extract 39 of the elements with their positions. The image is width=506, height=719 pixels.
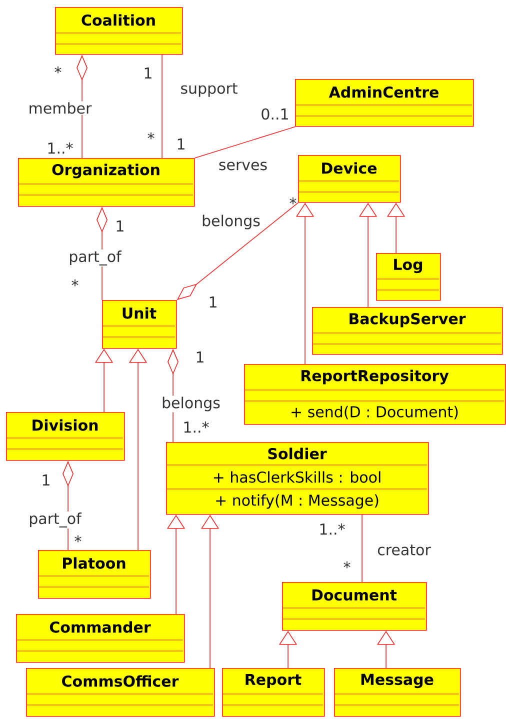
multiplicity-label: *: [72, 279, 78, 286]
multiplicity-label: 1: [196, 352, 204, 362]
class-box: CommsOfficer: [26, 668, 215, 717]
edge-label: member: [27, 101, 93, 115]
multiplicity-label: *: [344, 561, 350, 568]
class-box: Coalition: [55, 7, 183, 55]
connector: [194, 126, 296, 158]
class-box: AdminCentre: [295, 79, 474, 127]
multiplicity-label: 1: [42, 474, 50, 486]
multiplicity-label: 1..*: [48, 142, 73, 154]
class-box: Soldier + hasClerkSkills : bool + notify(M : Message): [166, 442, 429, 515]
class-box: Device: [298, 155, 401, 203]
edge-label: creator: [376, 544, 432, 556]
class-box: Log: [376, 253, 441, 301]
class-box: ReportRepository + send(D : Document): [244, 364, 506, 425]
multiplicity-label: 1: [116, 220, 124, 232]
class-box: Organization: [18, 158, 195, 207]
multiplicity-label: *: [74, 535, 82, 542]
class-box: Document: [282, 582, 427, 631]
class-box: Message: [334, 668, 461, 717]
edge-label: part_of: [68, 250, 122, 266]
edge-label: serves: [217, 160, 269, 172]
multiplicity-label: 1: [144, 68, 152, 78]
edge-label: support: [179, 82, 239, 98]
class-box: Commander: [16, 614, 185, 663]
multiplicity-label: 0..1: [262, 108, 288, 120]
class-box: Report: [222, 668, 325, 717]
class-box: Division: [6, 412, 125, 461]
multiplicity-label: 1: [210, 296, 216, 308]
class-box: BackupServer: [312, 307, 503, 355]
class-box: Unit: [102, 300, 177, 349]
class-box: Platoon: [38, 550, 151, 599]
edge-label: part_of: [28, 512, 82, 528]
multiplicity-label: *: [148, 132, 154, 140]
edge-label: belongs: [200, 214, 262, 230]
multiplicity-label: *: [290, 197, 296, 204]
multiplicity-label: 1: [178, 138, 184, 150]
multiplicity-label: 1..*: [184, 421, 209, 433]
edge-label: belongs: [160, 396, 222, 412]
